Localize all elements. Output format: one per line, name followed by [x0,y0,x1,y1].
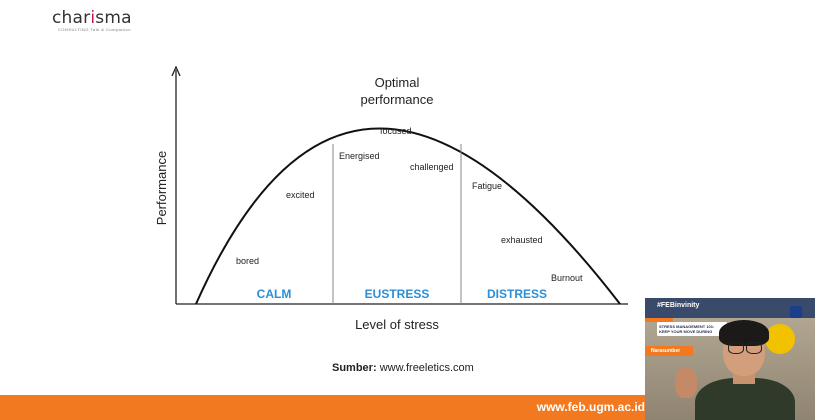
label-fatigue: Fatigue [472,181,502,191]
label-focused: focused [380,126,412,136]
zone-calm: CALM [257,287,292,301]
webcam-title-line2: KEEP YOUR MOVE DURING [659,329,713,334]
logo-text-highlight: i [90,8,96,28]
label-energised: Energised [339,151,380,161]
source-label: Sumber: [332,362,377,374]
logo-wordmark: charisma [52,8,132,28]
label-exhausted: exhausted [501,235,543,245]
logo-text-2: sma [95,8,132,28]
speaker-hair [719,320,769,346]
x-axis-label: Level of stress [355,317,439,332]
university-badge-icon [790,306,802,318]
source-citation: Sumber: www.freeletics.com [332,362,474,374]
charisma-logo: charisma CONSULTING Talk & Companion [52,8,132,32]
peak-label-line1: Optimal [375,75,420,90]
speaker-hand [675,368,697,398]
webcam-hashtag: #FEBinvinity [657,302,700,309]
label-excited: excited [286,190,315,200]
source-text: www.freeletics.com [379,362,474,374]
speaker-body [695,378,795,420]
zone-distress: DISTRESS [487,287,547,301]
logo-text-1: char [52,8,91,28]
y-axis-label: Performance [154,151,169,225]
peak-label-line2: performance [361,92,434,107]
label-challenged: challenged [410,162,454,172]
yellow-object [765,324,795,354]
glasses-right-icon [746,342,762,354]
label-burnout: Burnout [551,273,583,283]
webcam-accent [645,318,673,322]
webcam-title-card [657,322,727,336]
performance-curve [195,127,621,305]
logo-tagline: CONSULTING Talk & Companion [58,27,131,32]
webcam-banner [645,298,815,318]
footer-url: www.feb.ugm.ac.id [536,400,645,414]
webcam-role-badge: Narasumber [645,346,693,356]
webcam-title-line1: STRESS MANAGEMENT 101: [659,324,715,329]
y-axis-arrow-icon [171,65,181,77]
zone-eustress: EUSTRESS [365,287,430,301]
label-bored: bored [236,256,259,266]
glasses-left-icon [728,342,744,354]
speaker-webcam: #FEBinvinity STRESS MANAGEMENT 101: KEEP… [645,298,815,420]
